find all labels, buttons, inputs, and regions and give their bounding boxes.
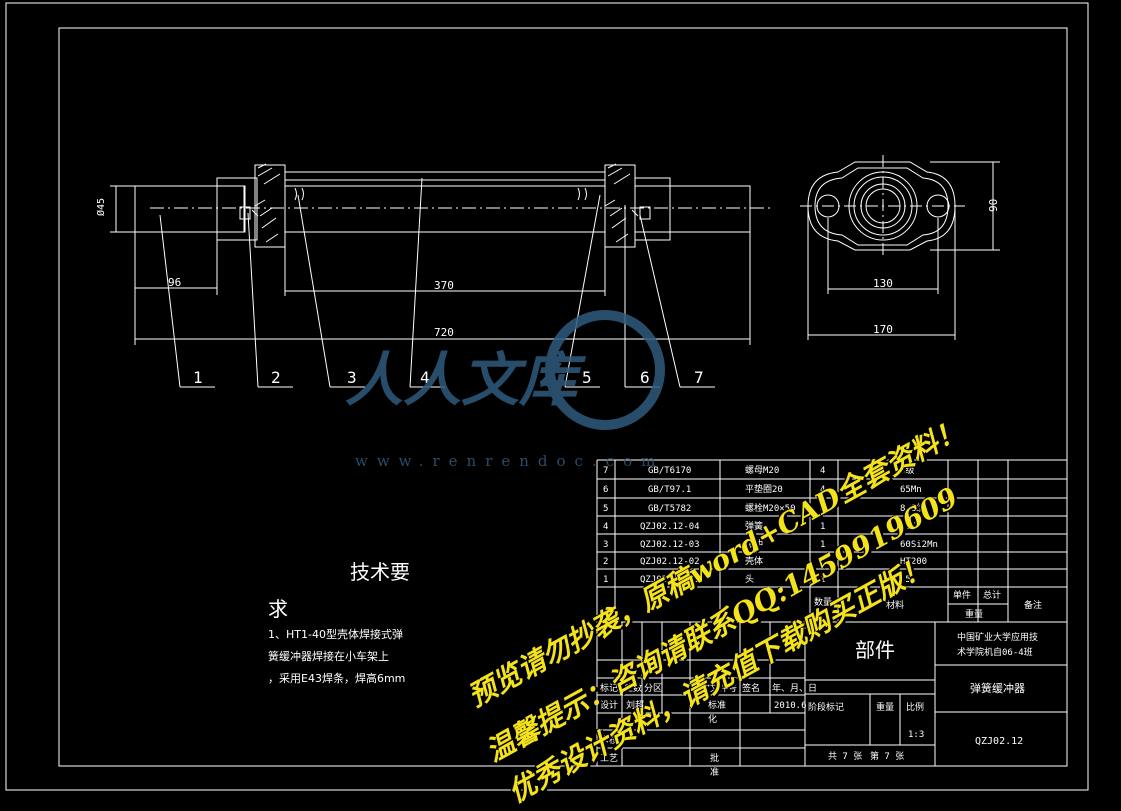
dim-170: 170 bbox=[873, 323, 893, 336]
row-code: QZJ02.12-01 bbox=[640, 575, 700, 585]
row-no: 5 bbox=[603, 504, 608, 514]
balloon-6: 6 bbox=[640, 368, 650, 387]
dim-90: 90 bbox=[987, 199, 1000, 212]
row-material: HT200 bbox=[900, 557, 927, 567]
outer-border bbox=[5, 2, 1089, 791]
row-no: 2 bbox=[603, 557, 608, 567]
dim-diameter: Ø45 bbox=[95, 198, 107, 216]
row-code: QZJ02.12-03 bbox=[640, 540, 700, 550]
row-material: 65Mn bbox=[900, 485, 922, 495]
front-view bbox=[134, 163, 770, 248]
stage-mark-label: 阶段标记 bbox=[808, 701, 844, 713]
design-label: 设计 bbox=[600, 699, 618, 711]
row-qty: 1 bbox=[820, 557, 825, 567]
parts-list-table: 7 GB/T6170 螺母M20 4 8级 6 GB/T97.1 平垫圈20 4… bbox=[596, 459, 1067, 766]
tech-title-a: 技术要 bbox=[350, 560, 410, 584]
approve-label-2: 准 bbox=[710, 767, 719, 778]
row-code: QZJ02.12-04 bbox=[640, 522, 700, 532]
row-qty: 1 bbox=[820, 575, 825, 585]
side-view: 90 130 170 bbox=[800, 155, 1000, 340]
header-note: 备注 bbox=[1024, 599, 1042, 611]
row-name: 螺栓M20×50 bbox=[745, 502, 796, 514]
cad-drawing-sheet: Ø45 96 370 720 1 2 3 4 5 6 7 bbox=[5, 2, 1089, 791]
designer: 刘超 bbox=[626, 699, 644, 711]
row-name: 头 bbox=[745, 574, 754, 585]
scale-label: 比例 bbox=[906, 701, 924, 713]
change-col-count: 处数 bbox=[624, 682, 642, 694]
logo-url: www.renrendoc.com bbox=[355, 452, 664, 470]
standard-label-2: 化 bbox=[708, 713, 717, 725]
row-name: 壳体 bbox=[745, 555, 763, 567]
part-balloons: 1 2 3 4 5 6 7 bbox=[159, 177, 715, 388]
process-label: 工艺 bbox=[600, 753, 618, 764]
tech-line-1: 1、HT1-40型壳体焊接式弹 bbox=[268, 628, 403, 641]
row-name: 螺母M20 bbox=[745, 465, 779, 476]
row-name: 平垫圈20 bbox=[745, 483, 783, 495]
row-material: 8级 bbox=[900, 464, 914, 476]
logo-text: 人人文库 bbox=[345, 346, 587, 414]
row-material: HT5 bbox=[900, 522, 916, 532]
design-date: 2010.6 bbox=[774, 701, 807, 711]
sheet-number: 第 7 张 bbox=[870, 750, 904, 762]
balloon-5: 5 bbox=[582, 368, 592, 387]
row-material: 60Si2Mn bbox=[900, 540, 938, 550]
row-code: GB/T6170 bbox=[648, 466, 691, 476]
header-qty: 数量 bbox=[814, 596, 832, 608]
dim-720: 720 bbox=[434, 326, 454, 339]
tech-line-3: ，采用E43焊条，焊高6mm bbox=[268, 672, 406, 685]
row-qty: 1 bbox=[820, 540, 825, 550]
row-qty: 4 bbox=[820, 466, 825, 476]
row-name: 缓冲 bbox=[745, 538, 763, 550]
row-code: GB/T5782 bbox=[648, 504, 691, 514]
header-total-weight: 总计 bbox=[983, 589, 1001, 601]
row-no: 7 bbox=[603, 466, 608, 476]
balloon-7: 7 bbox=[694, 368, 704, 387]
header-material: 材料 bbox=[886, 599, 904, 611]
dim-130: 130 bbox=[873, 277, 893, 290]
change-col-sign: 签名 bbox=[742, 682, 760, 694]
tech-line-2: 簧缓冲器焊接在小车架上 bbox=[268, 650, 389, 663]
change-col-doc: 更改文件号 bbox=[692, 682, 737, 694]
row-no: 4 bbox=[603, 522, 608, 532]
tech-requirements: 技术要 求 1、HT1-40型壳体焊接式弹 簧缓冲器焊接在小车架上 ，采用E43… bbox=[268, 556, 438, 686]
row-code: QZJ02.12-02 bbox=[640, 557, 700, 567]
row-no: 3 bbox=[603, 540, 608, 550]
school-line-1: 中国矿业大学应用技 bbox=[957, 631, 1038, 643]
row-material: 45 bbox=[900, 575, 911, 585]
balloon-4: 4 bbox=[420, 368, 430, 387]
renrendoc-logo: 人人文库 www.renrendoc.com bbox=[345, 310, 665, 470]
row-code: GB/T97.1 bbox=[648, 485, 691, 495]
row-qty: 4 bbox=[820, 485, 825, 495]
category-label: 部件 bbox=[855, 638, 895, 662]
change-col-zone: 分区 bbox=[644, 683, 662, 694]
review-label: 审核 bbox=[600, 734, 618, 746]
header-weight: 重量 bbox=[965, 608, 983, 620]
balloon-2: 2 bbox=[271, 368, 281, 387]
weight-label: 重量 bbox=[876, 701, 894, 713]
balloon-1: 1 bbox=[193, 368, 203, 387]
row-material: 8.8级 bbox=[900, 502, 925, 514]
scale-value: 1:3 bbox=[908, 730, 924, 740]
row-no: 1 bbox=[603, 575, 608, 585]
part-name: 弹簧缓冲器 bbox=[970, 681, 1025, 695]
row-qty: 4 bbox=[820, 504, 825, 514]
row-qty: 1 bbox=[820, 522, 825, 532]
standard-label: 标准 bbox=[708, 699, 726, 711]
change-col-date: 年、月、日 bbox=[772, 682, 817, 694]
inner-border bbox=[58, 27, 1068, 767]
approve-label: 批 bbox=[710, 752, 719, 764]
header-unit-weight: 单件 bbox=[953, 589, 971, 601]
school-line-2: 术学院机自06-4班 bbox=[957, 646, 1033, 658]
row-no: 6 bbox=[603, 485, 608, 495]
sheet-count: 共 7 张 bbox=[828, 751, 862, 762]
drawing-number: QZJ02.12 bbox=[975, 736, 1023, 747]
row-name: 弹簧 bbox=[745, 520, 763, 532]
dim-370: 370 bbox=[434, 279, 454, 292]
title-block: 标记 处数 分区 更改文件号 签名 年、月、日 设计 刘超 标准 化 2010.… bbox=[597, 622, 1067, 778]
dim-96: 96 bbox=[168, 276, 181, 289]
balloon-3: 3 bbox=[347, 368, 357, 387]
change-col-mark: 标记 bbox=[600, 682, 618, 694]
tech-title-b: 求 bbox=[268, 597, 288, 621]
